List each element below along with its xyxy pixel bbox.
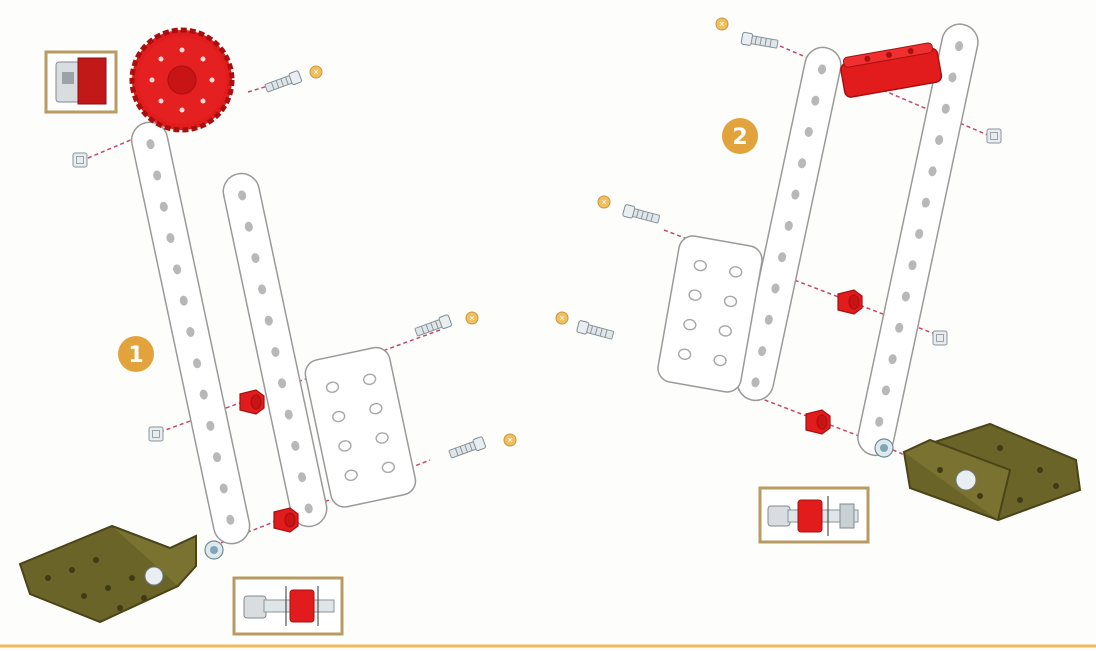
screw-icon	[715, 17, 779, 51]
step-2-callout: 2	[722, 118, 758, 154]
nut-icon	[986, 128, 1002, 144]
long-strip-left	[130, 121, 251, 545]
spacer-icon	[837, 289, 863, 315]
spacer-icon	[273, 507, 299, 533]
step-1-callout: 1	[118, 336, 154, 372]
inset-axle-detail-left	[232, 576, 344, 636]
step-2-assembly: 2	[555, 17, 1082, 544]
flat-plate-left	[304, 346, 417, 508]
washer-icon	[874, 438, 894, 458]
screw-icon	[447, 433, 517, 461]
spacer-icon	[239, 389, 265, 415]
screw-icon	[555, 311, 615, 342]
bracket-icon	[18, 524, 197, 624]
inset-gear-detail	[44, 50, 118, 114]
step-1-number: 1	[128, 343, 143, 368]
step-1-assembly: 1	[18, 27, 517, 636]
screw-icon	[413, 311, 479, 339]
red-connector-icon	[840, 42, 943, 98]
step-2-number: 2	[732, 125, 747, 150]
flat-plate-right	[657, 235, 763, 393]
short-strip-left	[222, 172, 328, 528]
tall-strip-right	[857, 23, 979, 457]
screw-icon	[263, 65, 323, 95]
spacer-icon	[805, 409, 831, 435]
washer-icon	[204, 540, 224, 560]
nut-icon	[72, 152, 88, 168]
nut-icon	[148, 426, 164, 442]
bracket-icon	[902, 422, 1082, 522]
inset-axle-detail-right	[758, 486, 870, 544]
nut-icon	[932, 330, 948, 346]
screw-icon	[597, 195, 661, 226]
middle-strip-right	[736, 46, 842, 402]
gear-icon	[129, 27, 235, 133]
